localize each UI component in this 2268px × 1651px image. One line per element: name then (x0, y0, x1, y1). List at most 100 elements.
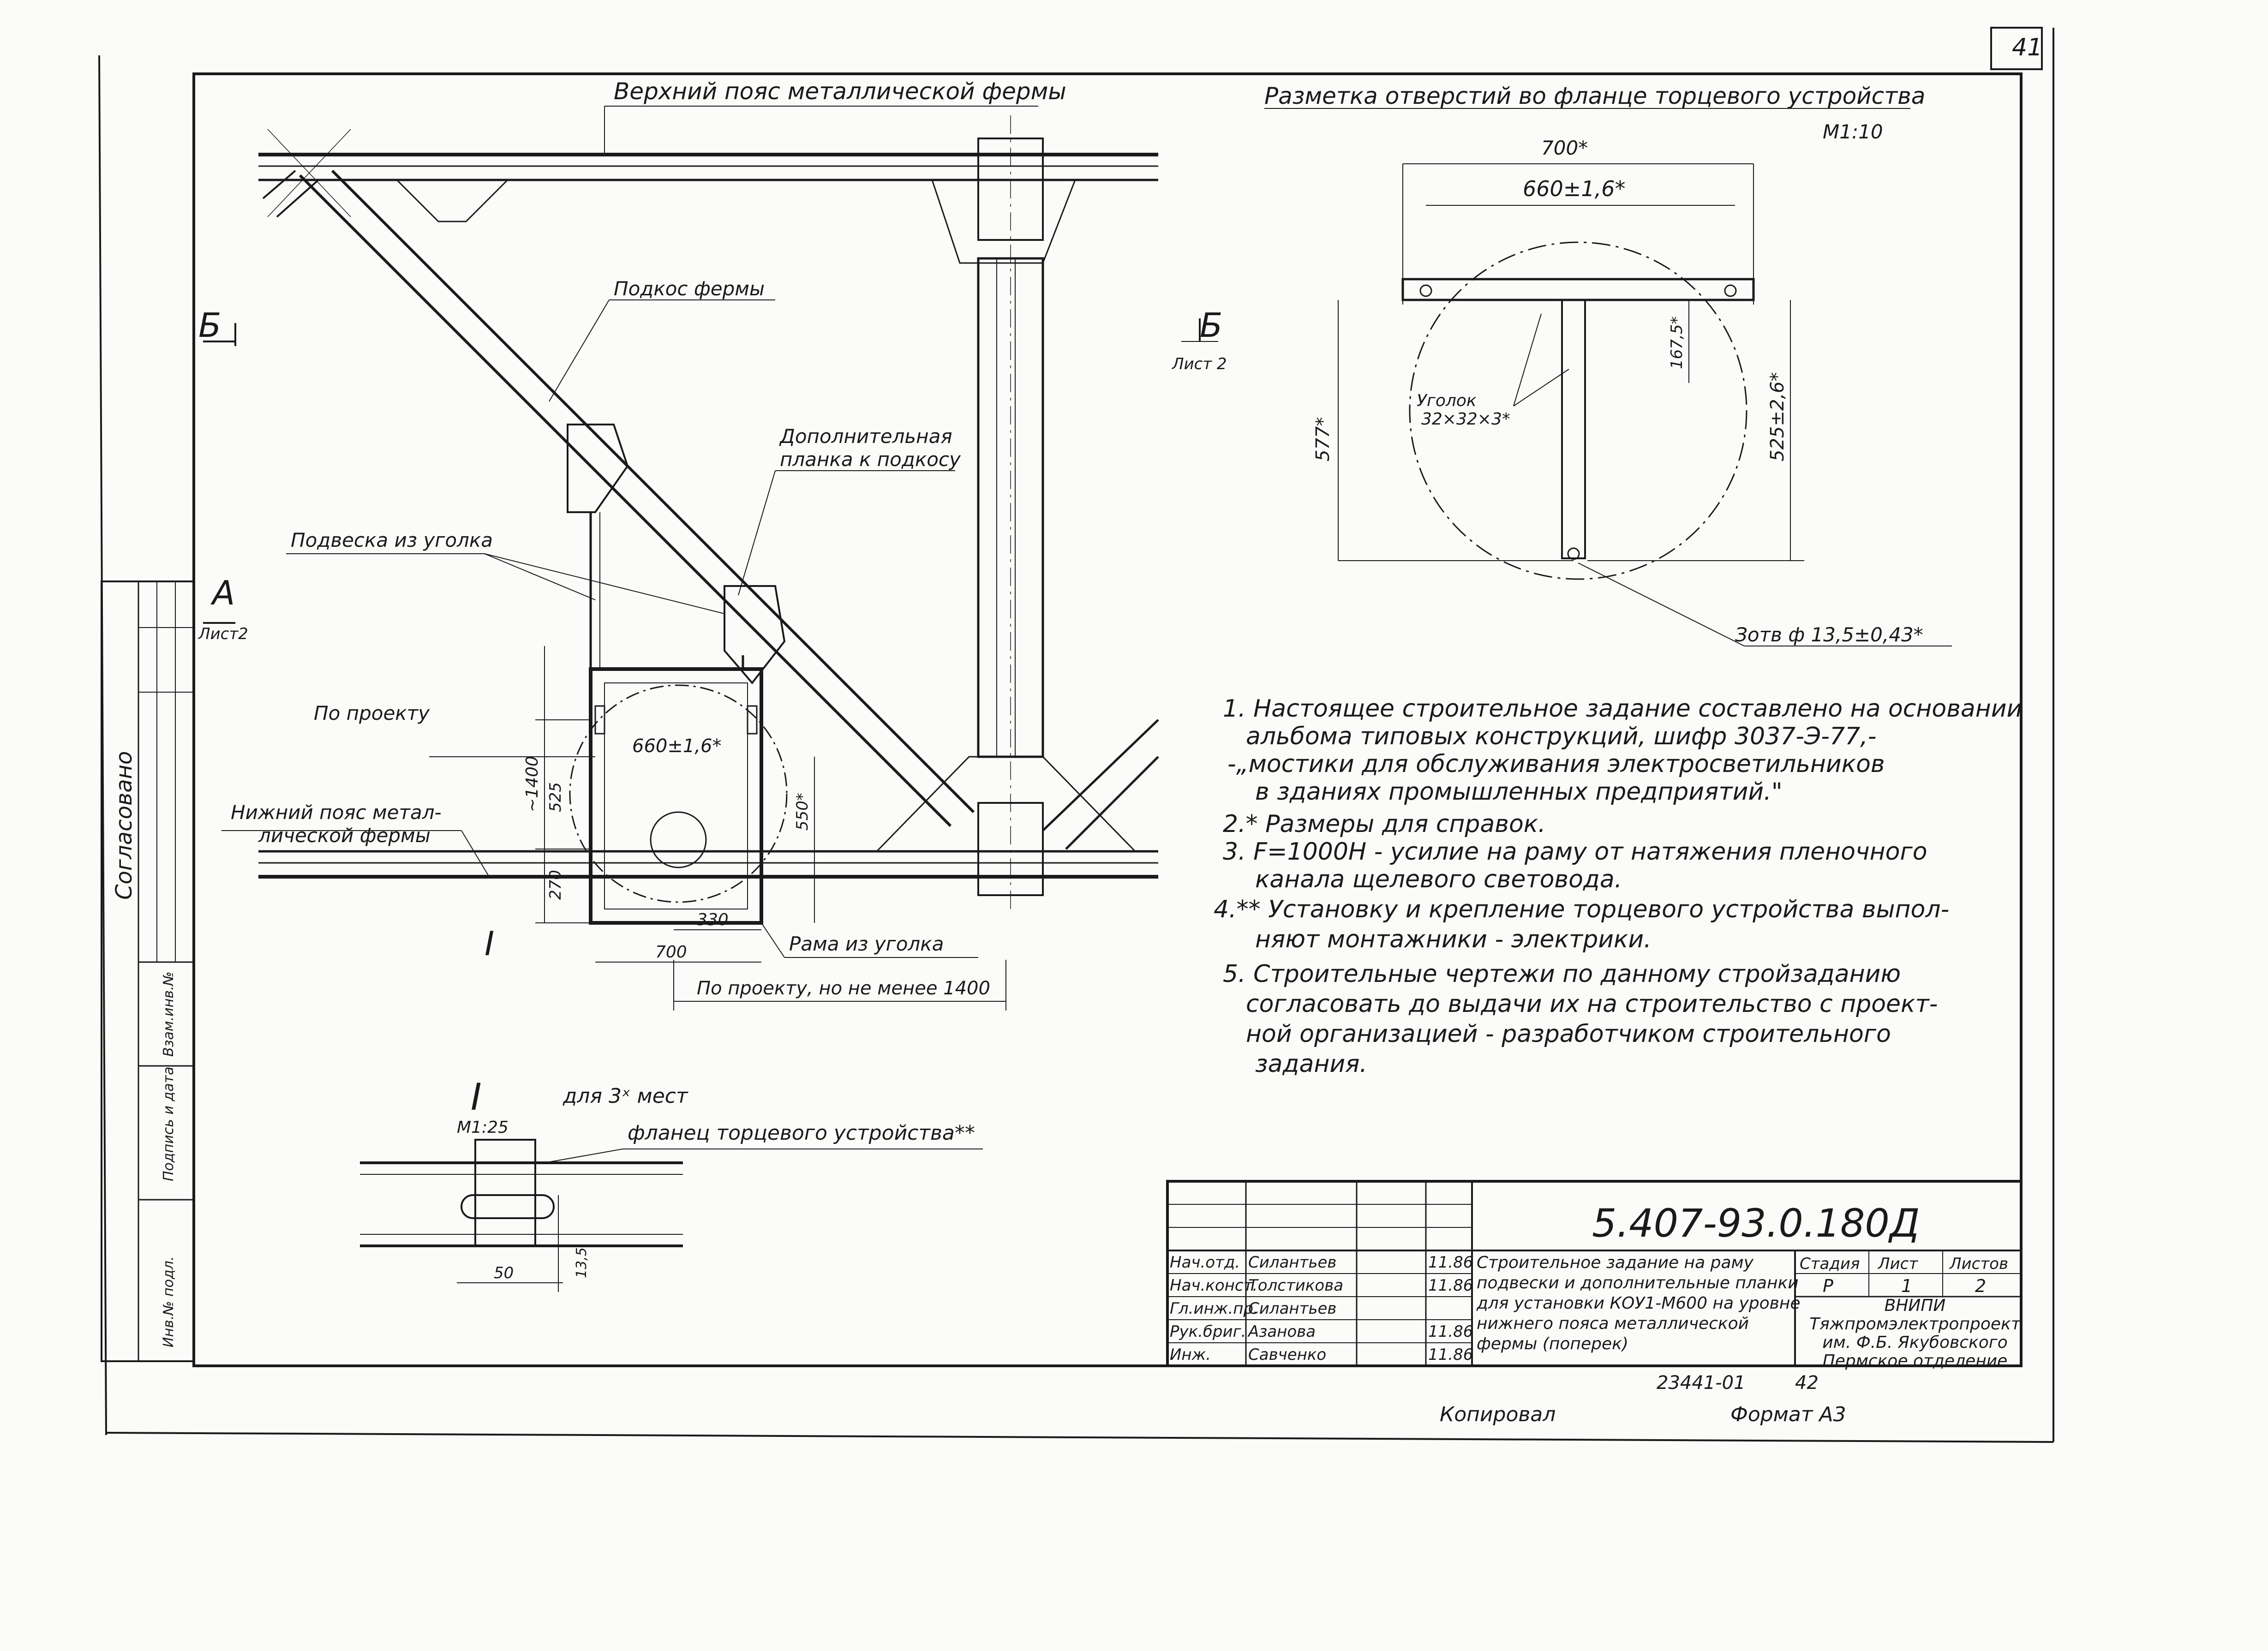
label-hole-layout: Разметка отверстий во фланце торцевого у… (1264, 83, 1925, 109)
section-b-left-mark: Б (198, 306, 221, 345)
label-hanger: Подвеска из уголка (291, 529, 493, 551)
section-a-ref: Лист2 (197, 625, 248, 643)
main-dimensions (429, 646, 1006, 1011)
dim-330: 330 (697, 910, 729, 929)
section-b-mark: Б (1200, 306, 1222, 345)
tb-date-5: 11.86 (1428, 1346, 1473, 1364)
bottom-chord (258, 756, 1158, 879)
tb-role-2: Нач.конст. (1170, 1276, 1258, 1295)
side-sign-date: Подпись и дата (161, 1067, 177, 1182)
label-bottom-chord-1: Нижний пояс метал- (231, 801, 442, 824)
tb-org-line-2: Тяжпромэлектропроект (1809, 1315, 2021, 1334)
tb-sheets-label: Листов (1949, 1255, 2008, 1273)
tb-inventory: 23441-01 (1657, 1372, 1746, 1394)
tb-desc-line-5: фермы (поперек) (1477, 1334, 1628, 1353)
dim-13-5: 13,5 (574, 1247, 590, 1278)
tb-sheet-label: Лист (1877, 1255, 1918, 1273)
label-angle-1: Уголок (1417, 391, 1477, 410)
plates-and-hangers (567, 424, 786, 685)
dim-1400: ~1400 (523, 756, 542, 812)
side-inv-orig: Инв.№ подл. (161, 1256, 177, 1347)
sheet-number-box (1990, 27, 2043, 70)
side-inv-sub: Взам.инв.№ (161, 971, 177, 1057)
dim-577: 577* (1312, 417, 1334, 461)
title-block-code: 5.407-93.0.180Д (1592, 1201, 1920, 1246)
note-line-9: няют монтажники - электрики. (1255, 926, 1652, 953)
dim-167: 167,5* (1668, 317, 1686, 369)
dim-550: 550* (793, 793, 812, 831)
label-bottom-chord-2: лической фермы (258, 824, 431, 847)
dim-700-main: 700 (655, 943, 687, 962)
tb-desc-line-1: Строительное задание на раму (1477, 1253, 1753, 1272)
dim-700-top: 700* (1541, 137, 1588, 159)
note-line-7: канала щелевого световода. (1255, 866, 1622, 893)
detail-mark-main: I (485, 924, 494, 963)
note-line-11: согласовать до выдачи их на строительств… (1246, 990, 1938, 1018)
title-block-frame (1166, 1180, 2023, 1367)
vertical-post (977, 115, 1044, 914)
note-line-2: альбома типовых конструкций, шифр 3037-Э… (1246, 723, 1877, 750)
tb-name-5: Савченко (1248, 1346, 1327, 1364)
outer-bottom-border (106, 1432, 2054, 1443)
tb-org-line-1: ВНИПИ (1884, 1296, 1946, 1315)
tb-role-3: Гл.инж.пр. (1170, 1299, 1258, 1318)
label-brace: Подкос фермы (614, 277, 765, 300)
detail-flange: фланец торцевого устройства** (628, 1121, 975, 1145)
tb-stage: Р (1823, 1276, 1833, 1296)
title-block-organization: ВНИПИ Тяжпромэлектропроект им. Ф.Б. Якуб… (1795, 1297, 2035, 1370)
tb-role-1: Нач.отд. (1170, 1253, 1240, 1272)
label-extra-plate-2: планка к подкосу (780, 448, 961, 471)
tb-page: 42 (1795, 1372, 1819, 1394)
tb-name-4: Азанова (1248, 1322, 1316, 1341)
angle-frame (569, 667, 788, 925)
detail-scale: М1:25 (457, 1118, 509, 1137)
note-line-13: задания. (1255, 1050, 1367, 1078)
label-by-project: По проекту (314, 702, 430, 724)
label-top-chord: Верхний пояс металлической фермы (614, 78, 1066, 105)
tb-desc-line-2: подвески и дополнительные планки (1477, 1274, 1799, 1292)
side-agreed: Согласовано (111, 751, 137, 900)
tb-sheet: 1 (1901, 1276, 1912, 1296)
dim-660-top: 660±1,6* (1523, 176, 1626, 201)
tb-org-line-4: Пермское отделение (1822, 1352, 2008, 1370)
label-hole: Зотв ф 13,5±0,43* (1735, 623, 1923, 646)
note-line-5: 2.* Размеры для справок. (1223, 810, 1546, 838)
section-marks (203, 318, 1218, 624)
tb-name-3: Силантьев (1248, 1299, 1337, 1318)
label-frame: Рама из уголка (789, 933, 944, 955)
dim-525-right: 525±2,6* (1767, 372, 1788, 461)
note-line-8: 4.** Установку и крепление торцевого уст… (1214, 896, 1950, 923)
note-line-10: 5. Строительные чертежи по данному строй… (1223, 960, 1901, 988)
title-block-description: Строительное задание на раму подвески и … (1477, 1253, 1801, 1354)
tb-date-4: 11.86 (1428, 1322, 1473, 1341)
note-line-6: 3. F=1000Н - усилие на раму от натяжения… (1223, 838, 1927, 866)
section-b-ref: Лист 2 (1171, 355, 1227, 373)
note-line-4: в зданиях промышленных предприятий." (1255, 778, 1783, 806)
note-line-1: 1. Настоящее строительное задание состав… (1223, 695, 2023, 723)
tb-date-2: 11.86 (1428, 1276, 1473, 1295)
side-stamp (101, 580, 195, 1362)
tb-date-1: 11.86 (1428, 1253, 1473, 1272)
detail-mark: I (471, 1076, 482, 1119)
tb-desc-line-3: для установки КОУ1-М600 на уровне (1477, 1294, 1801, 1313)
dim-525: 525 (546, 782, 565, 812)
tb-copied: Копировал (1440, 1403, 1556, 1426)
section-a-mark: А (210, 574, 235, 612)
label-angle-2: 32×32×3* (1421, 410, 1510, 429)
outer-left-border (98, 55, 107, 1436)
tb-name-1: Силантьев (1248, 1253, 1337, 1272)
dim-660-main: 660±1,6* (632, 736, 721, 757)
detail-places: для 3ˣ мест (563, 1084, 688, 1108)
tb-format: Формат А3 (1730, 1403, 1846, 1426)
hole-layout (1338, 163, 1952, 646)
note-line-12: ной организацией - разработчиком строите… (1246, 1020, 1891, 1048)
detail-i (360, 1139, 683, 1292)
tb-desc-line-4: нижнего пояса металлической (1477, 1314, 1749, 1333)
tb-sheets: 2 (1975, 1276, 1986, 1296)
dim-270: 270 (546, 870, 565, 900)
label-by-project-min: По проекту, но не менее 1400 (697, 978, 990, 999)
scale-main: М1:10 (1823, 120, 1883, 143)
tb-org-line-3: им. Ф.Б. Якубовского (1822, 1333, 2008, 1352)
label-extra-plate-1: Дополнительная (779, 425, 952, 448)
